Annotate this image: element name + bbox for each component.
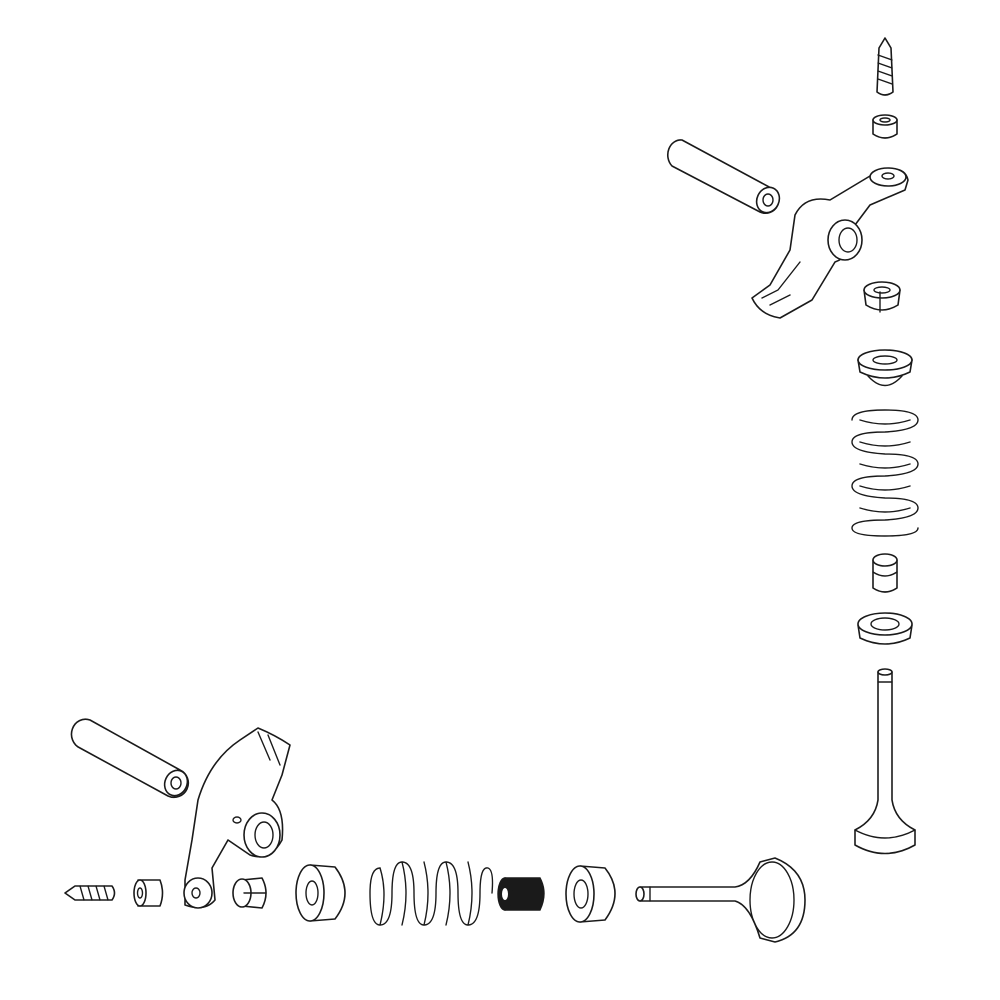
valve-vertical	[854, 668, 916, 855]
valve-stem-seal-vertical	[872, 553, 898, 593]
adjuster-screw-horizontal	[64, 885, 116, 901]
spring-seat-vertical	[857, 612, 913, 645]
spring-seat-horizontal	[565, 865, 616, 923]
spring-retainer-horizontal	[295, 864, 346, 922]
rocker-shaft-horizontal	[70, 718, 190, 799]
valve-collet-horizontal	[232, 877, 267, 909]
valve-stem-seal-horizontal	[497, 877, 545, 911]
valve-spring-vertical	[851, 409, 919, 537]
lock-nut-vertical	[872, 114, 898, 139]
valve-horizontal	[635, 857, 806, 943]
rocker-arm-vertical	[751, 167, 909, 319]
adjuster-screw-vertical	[876, 37, 894, 96]
valve-collet-vertical	[863, 281, 901, 313]
rocker-shaft-vertical	[666, 139, 781, 214]
valve-spring-horizontal	[369, 861, 494, 926]
spring-retainer-vertical	[857, 349, 913, 387]
lock-nut-horizontal	[133, 879, 164, 907]
rocker-arm-horizontal	[183, 727, 291, 909]
